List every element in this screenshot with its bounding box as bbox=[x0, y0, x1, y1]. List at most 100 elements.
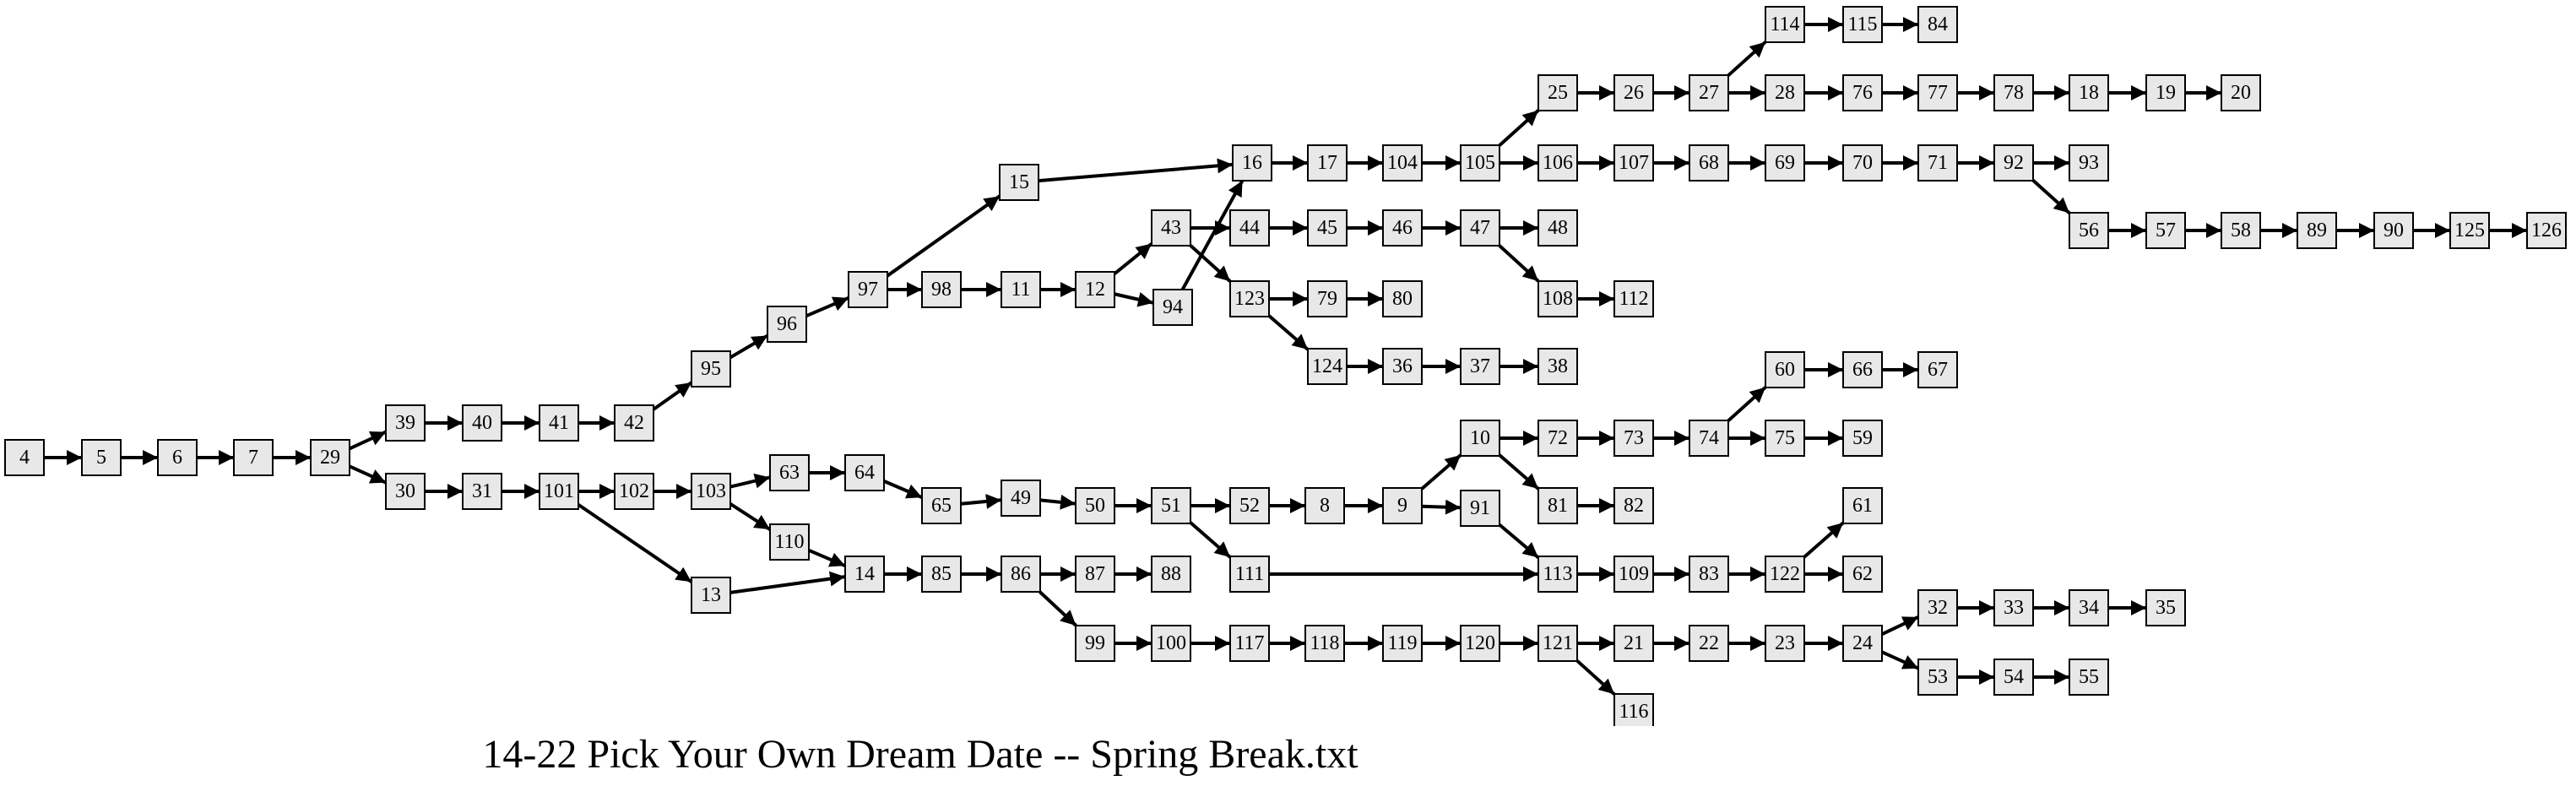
node-label: 62 bbox=[1852, 563, 1873, 585]
node-101: 101 bbox=[539, 473, 579, 510]
node-35: 35 bbox=[2145, 589, 2186, 626]
node-box bbox=[1613, 487, 1654, 524]
node-label: 38 bbox=[1548, 355, 1568, 377]
node-111: 111 bbox=[1229, 556, 1270, 593]
edge-29-to-39 bbox=[349, 430, 387, 451]
node-label: 69 bbox=[1775, 152, 1795, 174]
node-label: 54 bbox=[2004, 666, 2024, 688]
node-box bbox=[921, 556, 962, 593]
node-label: 80 bbox=[1392, 288, 1413, 310]
node-23: 23 bbox=[1765, 625, 1805, 662]
node-box bbox=[4, 439, 45, 476]
node-box bbox=[1613, 625, 1654, 662]
node-label: 71 bbox=[1928, 152, 1948, 174]
node-27: 27 bbox=[1689, 74, 1729, 111]
node-4: 4 bbox=[4, 439, 45, 476]
node-box bbox=[1917, 144, 1958, 182]
node-114: 114 bbox=[1765, 6, 1805, 43]
node-box bbox=[1689, 556, 1729, 593]
node-box bbox=[2449, 212, 2490, 249]
node-label: 125 bbox=[2454, 220, 2485, 241]
node-box bbox=[1460, 348, 1500, 385]
node-82: 82 bbox=[1613, 487, 1654, 524]
node-36: 36 bbox=[1382, 348, 1423, 385]
node-box bbox=[1613, 280, 1654, 317]
edge-103-to-110 bbox=[729, 502, 772, 531]
node-box bbox=[1917, 74, 1958, 111]
node-box bbox=[1842, 556, 1883, 593]
edge-97-to-15 bbox=[886, 194, 1001, 278]
node-box bbox=[1307, 348, 1348, 385]
node-98: 98 bbox=[921, 271, 962, 308]
node-label: 61 bbox=[1852, 495, 1873, 517]
node-label: 63 bbox=[779, 462, 800, 484]
node-label: 78 bbox=[2004, 82, 2024, 104]
node-label: 86 bbox=[1011, 563, 1031, 585]
node-label: 89 bbox=[2307, 220, 2327, 241]
node-97: 97 bbox=[848, 271, 888, 308]
node-box bbox=[462, 473, 502, 510]
node-83: 83 bbox=[1689, 556, 1729, 593]
node-box bbox=[1382, 144, 1423, 182]
node-39: 39 bbox=[385, 404, 426, 442]
node-box bbox=[1613, 144, 1654, 182]
node-box bbox=[310, 439, 350, 476]
node-label: 108 bbox=[1543, 288, 1573, 310]
node-123: 123 bbox=[1229, 280, 1270, 317]
node-box bbox=[2145, 212, 2186, 249]
node-box bbox=[2069, 212, 2109, 249]
node-box bbox=[1765, 74, 1805, 111]
edge-94-to-16 bbox=[1180, 180, 1245, 290]
node-5: 5 bbox=[81, 439, 122, 476]
node-label: 103 bbox=[696, 480, 726, 502]
node-box bbox=[1460, 209, 1500, 247]
node-label: 107 bbox=[1619, 152, 1649, 174]
node-label: 57 bbox=[2156, 220, 2176, 241]
node-label: 49 bbox=[1011, 487, 1031, 509]
node-119: 119 bbox=[1382, 625, 1423, 662]
node-32: 32 bbox=[1917, 589, 1958, 626]
edge-51-to-111 bbox=[1189, 521, 1232, 559]
node-label: 8 bbox=[1320, 495, 1330, 517]
node-label: 32 bbox=[1928, 597, 1948, 619]
node-box bbox=[1229, 209, 1270, 247]
node-60: 60 bbox=[1765, 351, 1805, 388]
node-66: 66 bbox=[1842, 351, 1883, 388]
node-75: 75 bbox=[1765, 420, 1805, 457]
node-box bbox=[691, 577, 731, 614]
node-label: 100 bbox=[1156, 632, 1186, 654]
node-label: 68 bbox=[1699, 152, 1719, 174]
node-label: 95 bbox=[701, 358, 721, 380]
node-38: 38 bbox=[1537, 348, 1578, 385]
node-55: 55 bbox=[2069, 659, 2109, 696]
node-14: 14 bbox=[844, 556, 885, 593]
node-25: 25 bbox=[1537, 74, 1578, 111]
node-121: 121 bbox=[1537, 625, 1578, 662]
edge-64-to-65 bbox=[883, 480, 923, 499]
node-label: 9 bbox=[1397, 495, 1407, 517]
node-122: 122 bbox=[1765, 556, 1805, 593]
node-label: 123 bbox=[1234, 288, 1265, 310]
node-label: 7 bbox=[248, 447, 258, 469]
node-box bbox=[848, 271, 888, 308]
node-64: 64 bbox=[844, 454, 885, 491]
node-box bbox=[2069, 144, 2109, 182]
node-box bbox=[1382, 280, 1423, 317]
node-43: 43 bbox=[1151, 209, 1191, 247]
node-117: 117 bbox=[1229, 625, 1270, 662]
node-box bbox=[1993, 74, 2034, 111]
node-label: 118 bbox=[1310, 632, 1339, 654]
node-label: 122 bbox=[1770, 563, 1800, 585]
node-box bbox=[1232, 144, 1272, 182]
node-box bbox=[1229, 280, 1270, 317]
node-box bbox=[2373, 212, 2414, 249]
node-box bbox=[1842, 625, 1883, 662]
node-label: 84 bbox=[1928, 14, 1948, 35]
node-67: 67 bbox=[1917, 351, 1958, 388]
node-label: 41 bbox=[549, 412, 569, 434]
node-box bbox=[1075, 625, 1115, 662]
node-12: 12 bbox=[1075, 271, 1115, 308]
node-label: 106 bbox=[1543, 152, 1573, 174]
node-label: 90 bbox=[2383, 220, 2404, 241]
node-61: 61 bbox=[1842, 487, 1883, 524]
